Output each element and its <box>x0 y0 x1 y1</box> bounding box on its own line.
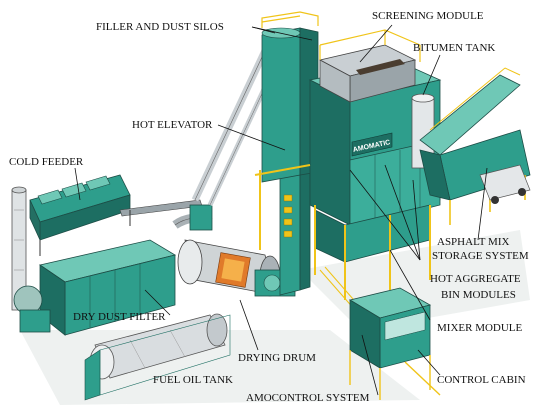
label-amocontrol-system: AMOCONTROL SYSTEM <box>246 392 370 404</box>
label-filler-and-dust-silos: FILLER AND DUST SILOS <box>96 21 224 33</box>
label-drying-drum: DRYING DRUM <box>238 352 316 364</box>
dust-stack <box>11 186 27 311</box>
label-asphalt-mix-storage-line2: STORAGE SYSTEM <box>432 250 529 262</box>
label-hot-aggregate-line1: HOT AGGREGATE <box>430 273 521 285</box>
cold-feeder <box>29 174 203 256</box>
label-fuel-oil-tank: FUEL OIL TANK <box>153 374 233 386</box>
label-screening-module: SCREENING MODULE <box>372 10 484 22</box>
label-control-cabin: CONTROL CABIN <box>437 374 526 386</box>
screening-module <box>318 44 417 103</box>
truck <box>479 164 531 204</box>
label-hot-elevator: HOT ELEVATOR <box>132 119 213 131</box>
drying-drum <box>172 204 296 297</box>
bitumen-tank <box>411 93 435 169</box>
dry-dust-filter <box>13 239 177 336</box>
asphalt-mix-storage <box>419 67 531 225</box>
label-asphalt-mix-storage-line1: ASPHALT MIX <box>437 236 510 248</box>
leader-lines <box>74 24 488 396</box>
label-dry-dust-filter: DRY DUST FILTER <box>73 311 166 323</box>
control-cabin <box>348 287 441 400</box>
label-cold-feeder: COLD FEEDER <box>9 156 84 168</box>
label-hot-aggregate-line2: BIN MODULES <box>441 289 516 301</box>
label-mixer-module: MIXER MODULE <box>437 322 523 334</box>
label-bitumen-tank: BITUMEN TANK <box>413 42 496 54</box>
fuel-oil-tank <box>84 313 231 401</box>
